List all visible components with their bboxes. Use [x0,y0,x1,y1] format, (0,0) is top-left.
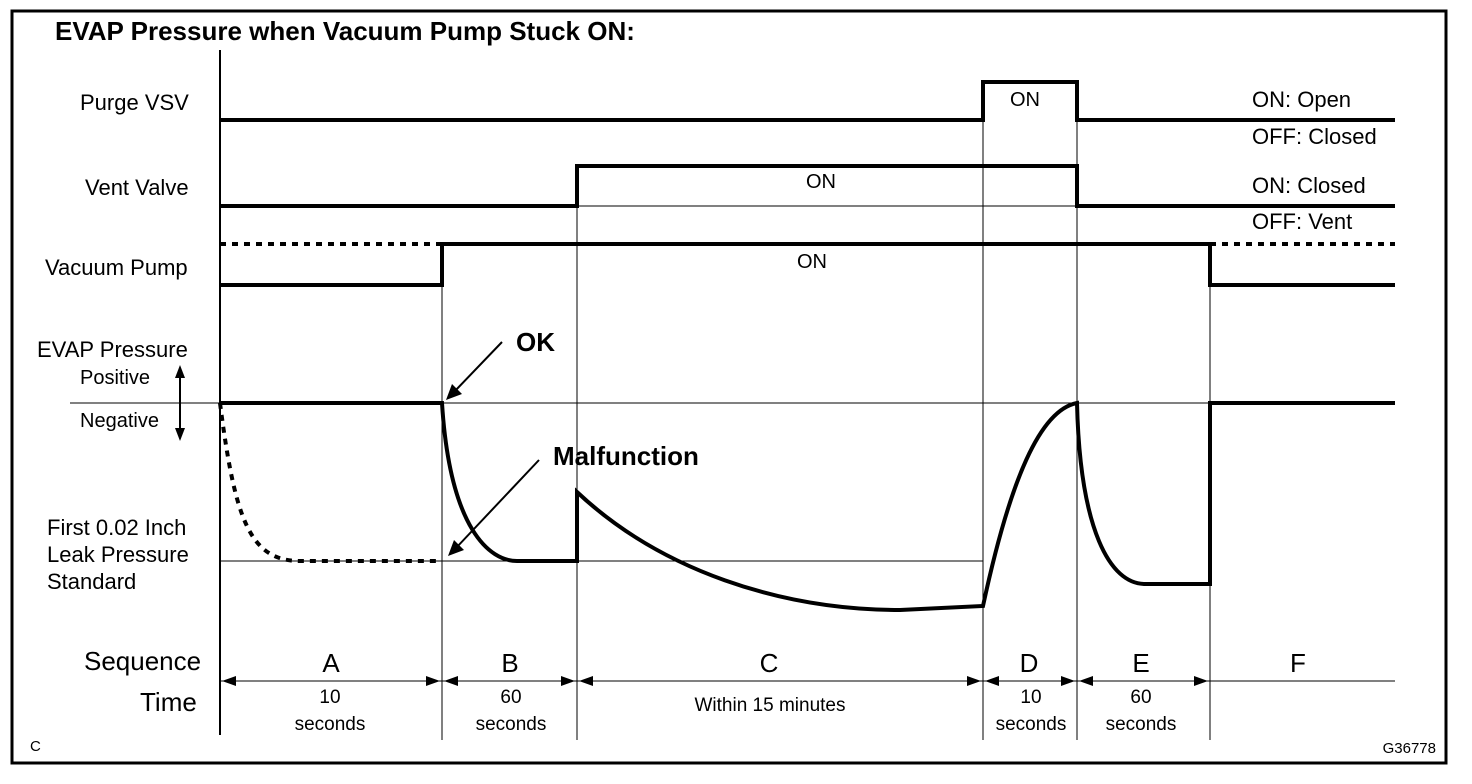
duration-c-value: Within 15 minutes [694,695,845,716]
malfunction-annotation [448,459,540,556]
time-label: Time [140,687,197,717]
leak-standard-label-2: Leak Pressure [47,542,189,567]
evap-pressure-ok-curve [220,400,1395,613]
corner-label: C [30,738,41,755]
vacuum-pump-label: Vacuum Pump [45,255,188,280]
diagram-title: EVAP Pressure when Vacuum Pump Stuck ON: [55,16,635,46]
vacuum-pump-signal [220,242,1395,287]
leak-standard-label-3: Standard [47,569,136,594]
duration-e-unit: seconds [1106,714,1177,735]
sequence-e: E [1132,648,1149,678]
evap-pressure-malfunction-curve [218,402,442,563]
positive-label: Positive [80,367,150,389]
vent-valve-label: Vent Valve [85,175,189,200]
vacuum-pump-on-label: ON [797,251,827,273]
sequence-f: F [1290,648,1306,678]
duration-d-unit: seconds [996,714,1067,735]
sequence-c: C [760,648,779,678]
diagram-frame [10,9,1448,765]
purge-vsv-label: Purge VSV [80,90,189,115]
ok-label: OK [516,327,555,357]
malfunction-label: Malfunction [553,441,699,471]
sequence-a: A [322,648,340,678]
duration-a-value: 10 [319,687,340,708]
duration-d-value: 10 [1020,687,1041,708]
sequence-label: Sequence [84,646,201,676]
vent-off-vent-legend: OFF: Vent [1252,209,1352,234]
duration-b-unit: seconds [476,714,547,735]
sequence-d: D [1020,648,1039,678]
negative-label: Negative [80,410,159,432]
time-dimension-arrowheads [222,676,1208,686]
duration-e-value: 60 [1130,687,1151,708]
leak-standard-label-1: First 0.02 Inch [47,515,186,540]
ok-annotation [446,341,503,400]
vent-on-closed-legend: ON: Closed [1252,173,1366,198]
purge-off-closed-legend: OFF: Closed [1252,124,1377,149]
purge-on-open-legend: ON: Open [1252,87,1351,112]
vent-valve-signal [220,164,1395,208]
duration-a-unit: seconds [295,714,366,735]
sequence-b: B [501,648,518,678]
evap-pressure-label: EVAP Pressure [37,337,188,362]
duration-b-value: 60 [500,687,521,708]
figure-id: G36778 [1383,740,1436,757]
purge-vsv-signal [220,80,1395,122]
vent-valve-on-label: ON [806,171,836,193]
purge-vsv-on-label: ON [1010,89,1040,111]
